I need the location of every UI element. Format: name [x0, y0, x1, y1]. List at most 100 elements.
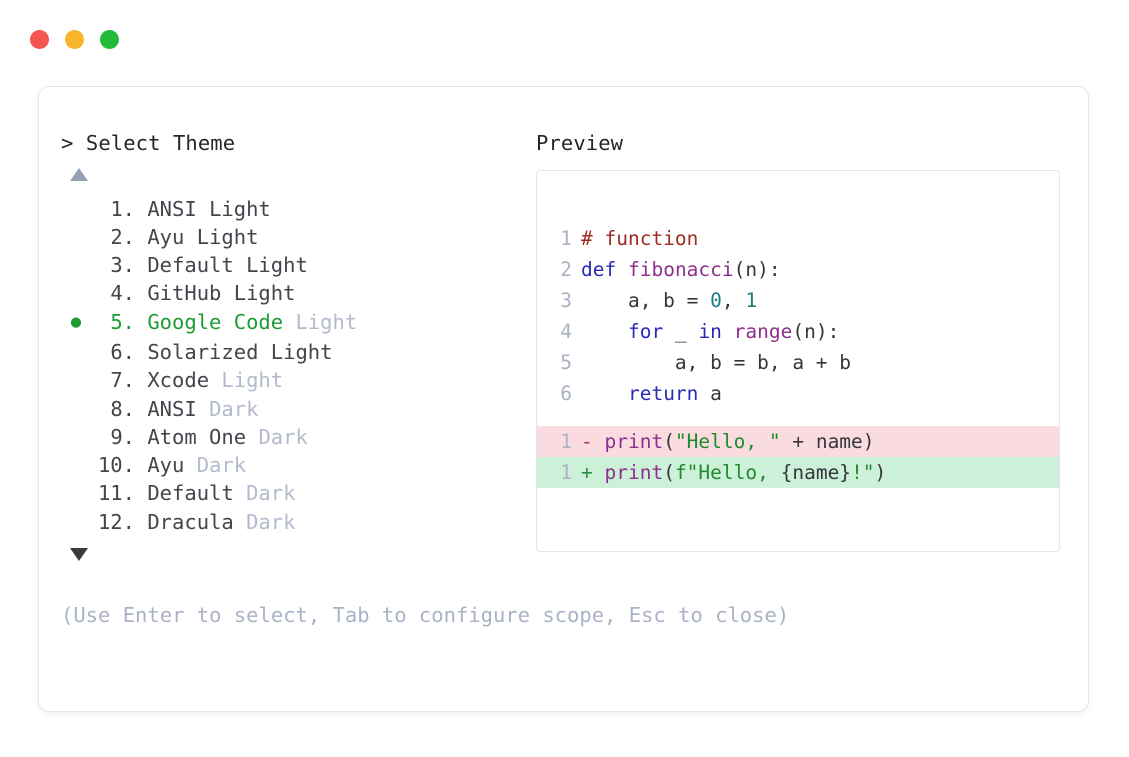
- theme-list-item[interactable]: 2. Ayu Light: [61, 223, 531, 251]
- theme-item-name: Default: [147, 253, 234, 278]
- spacer: [135, 395, 147, 423]
- theme-item-variant: Light: [246, 253, 308, 278]
- code-token: (: [663, 429, 675, 453]
- theme-item-number: 3.: [110, 253, 135, 278]
- code-token: range: [733, 319, 793, 343]
- code-line: 6 return a: [537, 378, 1059, 409]
- theme-item-number: 5.: [110, 309, 135, 334]
- code-token: a, b =: [581, 288, 711, 312]
- theme-item-variant: Light: [233, 281, 296, 306]
- code-token: [616, 254, 628, 285]
- spacer: [135, 279, 147, 307]
- diff-sign: -: [581, 429, 605, 453]
- theme-item-variant: Dark: [258, 424, 308, 449]
- code-token: [581, 316, 628, 347]
- code-token: (n):: [733, 257, 781, 281]
- close-button[interactable]: [30, 30, 49, 49]
- spacer: [135, 195, 147, 223]
- code-token: + name): [780, 429, 875, 453]
- line-number: 4: [560, 319, 572, 343]
- theme-item-number: 2.: [110, 224, 135, 249]
- code-line: 4 for _ in range(n):: [537, 316, 1059, 347]
- theme-list-item[interactable]: 8. ANSI Dark: [61, 395, 531, 423]
- spacer: [135, 451, 147, 479]
- theme-list-item[interactable]: 6. Solarized Light: [61, 338, 531, 366]
- theme-item-number: 1.: [110, 196, 135, 221]
- spacer: [197, 395, 209, 423]
- theme-item-number: 4.: [110, 281, 135, 306]
- maximize-button[interactable]: [100, 30, 119, 49]
- scroll-up-icon[interactable]: [70, 167, 88, 181]
- spacer: [135, 251, 147, 279]
- code-token: [722, 316, 734, 347]
- code-token: # function: [581, 226, 699, 250]
- theme-item-name: Atom One: [147, 424, 247, 449]
- theme-item-name: Dracula: [147, 509, 234, 534]
- line-number: 6: [560, 381, 572, 405]
- spacer: [234, 251, 246, 279]
- theme-item-number: 8.: [110, 396, 135, 421]
- code-token: "Hello, ": [674, 429, 781, 453]
- scroll-down-icon[interactable]: [70, 548, 88, 562]
- theme-item-number: 6.: [110, 339, 135, 364]
- spacer: [135, 366, 147, 394]
- theme-list-item[interactable]: 1. ANSI Light: [61, 195, 531, 223]
- theme-item-name: Xcode: [147, 368, 210, 393]
- line-number: 1: [560, 460, 572, 484]
- code-token: a, b = b, a + b: [581, 350, 852, 374]
- code-token: return: [627, 381, 699, 405]
- theme-item-variant: Dark: [246, 509, 296, 534]
- diff-sign: +: [581, 460, 605, 484]
- theme-item-variant: Light: [270, 339, 333, 364]
- theme-item-variant: Light: [209, 196, 271, 221]
- theme-item-number: 10.: [97, 453, 135, 478]
- spacer: [283, 308, 295, 336]
- theme-item-variant: Dark: [209, 396, 259, 421]
- code-line: 1# function: [537, 223, 1059, 254]
- theme-list-item[interactable]: 9. Atom One Dark: [61, 423, 531, 451]
- window-controls: [30, 30, 119, 49]
- spacer: [135, 223, 147, 251]
- theme-list-item[interactable]: ●5. Google Code Light: [61, 308, 531, 338]
- line-number: 5: [560, 350, 572, 374]
- keyboard-hint: (Use Enter to select, Tab to configure s…: [61, 603, 790, 627]
- code-token: print: [604, 429, 664, 453]
- theme-list-item[interactable]: 3. Default Light: [61, 251, 531, 279]
- theme-item-number: 9.: [110, 424, 135, 449]
- code-token: {name}: [780, 460, 852, 484]
- selected-bullet-icon: ●: [70, 311, 82, 332]
- theme-item-variant: Dark: [246, 481, 296, 506]
- spacer: [184, 223, 196, 251]
- line-number: 2: [560, 257, 572, 281]
- code-token: print: [604, 460, 664, 484]
- preview-title: Preview: [536, 131, 624, 155]
- theme-list-item[interactable]: 4. GitHub Light: [61, 279, 531, 307]
- theme-item-name: Default: [147, 481, 234, 506]
- code-token: !": [851, 460, 875, 484]
- theme-item-name: Solarized: [147, 339, 259, 364]
- theme-list-item[interactable]: 11. Default Dark: [61, 479, 531, 507]
- code-line: 2 def fibonacci(n):: [537, 254, 1059, 285]
- spacer: [258, 338, 270, 366]
- diff-line: 1- print("Hello, " + name): [537, 425, 1059, 457]
- code-token: _: [663, 319, 699, 343]
- theme-item-name: ANSI: [147, 396, 197, 421]
- code-token: def: [581, 257, 617, 281]
- code-blank-line: [537, 409, 1059, 426]
- minimize-button[interactable]: [65, 30, 84, 49]
- code-line: 5 a, b = b, a + b: [537, 347, 1059, 378]
- code-token: (n):: [792, 319, 840, 343]
- theme-list-item[interactable]: 7. Xcode Light: [61, 366, 531, 394]
- theme-list-item[interactable]: 12. Dracula Dark: [61, 508, 531, 536]
- spacer: [221, 279, 233, 307]
- code-token: ,: [721, 288, 746, 312]
- theme-item-number: 11.: [97, 481, 135, 506]
- code-token: fibonacci: [627, 257, 734, 281]
- theme-list-item[interactable]: 10. Ayu Dark: [61, 451, 531, 479]
- line-number: 1: [560, 429, 572, 453]
